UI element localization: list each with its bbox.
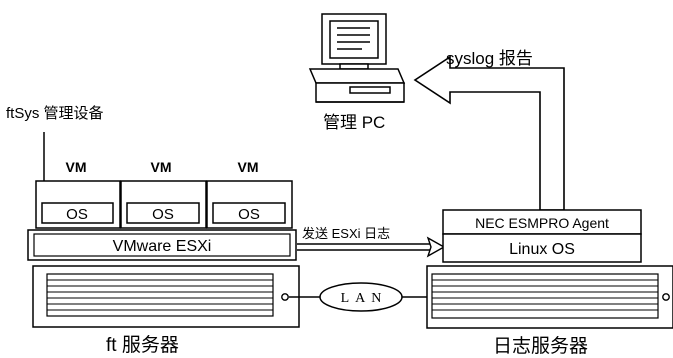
lan-ellipse [319, 282, 403, 312]
vmware-esxi-layer: VMware ESXi [27, 229, 297, 261]
vm-box: VM OS [120, 159, 207, 229]
lan-link: LAN [289, 282, 427, 312]
power-led-icon [281, 293, 289, 301]
os-label: OS [238, 206, 260, 223]
vm-box: VM OS [206, 159, 293, 229]
log-server-stack: NEC ESMPRO Agent Linux OS [442, 209, 642, 263]
vm-label: VM [66, 159, 87, 175]
vmware-esxi-label: VMware ESXi [113, 238, 212, 255]
log-server-hardware [426, 265, 673, 329]
linux-os-label: Linux OS [509, 241, 575, 258]
lan-label: LAN [341, 291, 388, 306]
send-log-arrow [297, 236, 446, 258]
syslog-report-arrow [413, 55, 565, 211]
vm-label: VM [151, 159, 172, 175]
ftsys-device-label: ftSys 管理设备 [6, 105, 104, 122]
syslog-report-label: syslog 报告 [446, 49, 533, 68]
os-label: OS [66, 206, 88, 223]
vm-label: VM [238, 159, 259, 175]
pc-caption: 管理 PC [323, 113, 385, 132]
os-label: OS [152, 206, 174, 223]
ft-server-hardware [32, 265, 300, 328]
vm-box: VM OS [35, 159, 121, 229]
power-led-icon [662, 293, 670, 301]
send-log-label: 发送 ESXi 日志 [302, 226, 390, 241]
management-pc-icon [308, 13, 406, 103]
esmpro-agent-label: NEC ESMPRO Agent [475, 215, 609, 231]
log-server-caption: 日志服务器 [493, 335, 588, 357]
ft-server-caption: ft 服务器 [106, 334, 179, 356]
vm-group: VM OS VM OS VM OS [35, 159, 293, 229]
